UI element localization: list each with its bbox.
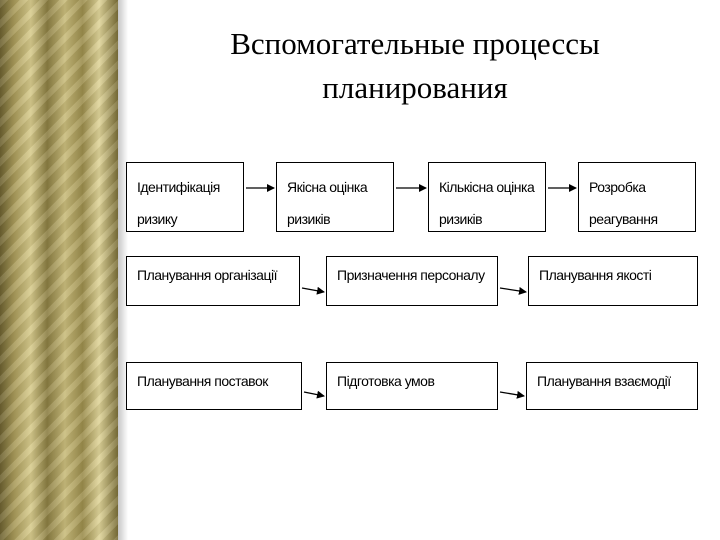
process-box-risk-identification: Ідентифікація ризику: [126, 162, 244, 232]
process-box-procurement-planning: Планування поставок: [126, 362, 302, 410]
process-box-quality-planning: Планування якості: [528, 256, 698, 306]
slide-title: Вспомогательные процессы планирования: [150, 22, 680, 110]
arrow-staff-to-quality: [499, 286, 527, 295]
slide-title-line-1: Вспомогательные процессы: [230, 26, 600, 61]
process-box-communications-planning: Планування взаємодії: [526, 362, 698, 410]
process-box-response-development: Розробка реагування: [578, 162, 696, 232]
side-bar-shadow: [118, 0, 128, 540]
process-box-staff-acquisition: Призначення персоналу: [326, 256, 498, 306]
slide-title-line-2: планирования: [322, 70, 508, 105]
process-box-solicitation-planning: Підготовка умов: [326, 362, 498, 410]
arrow-organization-to-staff: [301, 286, 325, 295]
process-box-organization-planning: Планування організації: [126, 256, 300, 306]
process-box-quantitative-risk-analysis: Кількісна оцінка ризиків: [428, 162, 546, 232]
process-box-qualitative-risk-analysis: Якісна оцінка ризиків: [276, 162, 394, 232]
arrow-procurement-to-solicitation: [303, 390, 325, 399]
decorative-side-bar: [0, 0, 118, 540]
arrow-solicitation-to-communications: [499, 390, 525, 399]
